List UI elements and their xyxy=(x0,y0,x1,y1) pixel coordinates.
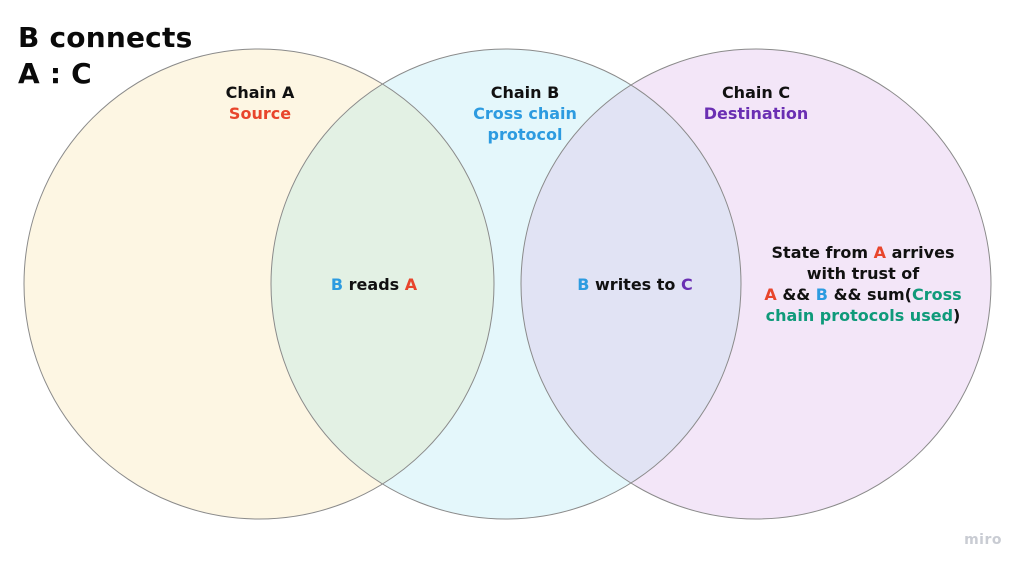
chain-c-label: Chain C Destination xyxy=(676,82,836,124)
result-a-2: A xyxy=(764,285,777,304)
result-line-4: chain protocols used) xyxy=(752,305,974,326)
result-line-3: A && B && sum(Cross xyxy=(752,284,974,305)
overlap-bc-label: B writes to C xyxy=(555,274,715,295)
outline-chain-c xyxy=(520,48,992,520)
result-line-1: State from A arrives xyxy=(752,242,974,263)
result-a-1: A xyxy=(873,243,887,262)
chain-b-title: Chain B xyxy=(490,83,560,102)
chain-b-subtitle-line-1: Cross chain xyxy=(473,104,577,123)
result-text-5: && sum( xyxy=(828,285,912,304)
overlap-b-c xyxy=(521,49,741,519)
miro-watermark: miro xyxy=(964,532,1002,548)
result-text-4: && xyxy=(776,285,816,304)
overlap-ab-b: B xyxy=(330,275,344,294)
diagram-title: B connects A : C xyxy=(18,20,192,92)
chain-b-label: Chain B Cross chain protocol xyxy=(430,82,620,145)
chain-c-subtitle: Destination xyxy=(703,104,809,123)
title-line-2: A : C xyxy=(18,57,92,90)
result-teal-2: chain protocols used xyxy=(765,306,954,325)
result-text-1: State from xyxy=(771,243,874,262)
chain-a-subtitle: Source xyxy=(228,104,292,123)
result-b: B xyxy=(815,285,828,304)
overlap-ab-a: A xyxy=(404,275,418,294)
result-label: State from A arrives with trust of A && … xyxy=(752,242,974,326)
result-text-6: ) xyxy=(953,306,961,325)
overlap-bc-c: C xyxy=(680,275,693,294)
result-text-2: arrives xyxy=(886,243,955,262)
outline-chain-b xyxy=(270,48,742,520)
overlap-ab-label: B reads A xyxy=(304,274,444,295)
chain-a-title: Chain A xyxy=(225,83,295,102)
overlap-bc-b: B xyxy=(577,275,590,294)
chain-c-title: Chain C xyxy=(721,83,791,102)
title-line-1: B connects xyxy=(18,21,193,54)
result-line-2: with trust of xyxy=(806,264,920,283)
chain-a-label: Chain A Source xyxy=(180,82,340,124)
overlap-ab-text: reads xyxy=(343,275,405,294)
chain-b-subtitle-line-2: protocol xyxy=(487,125,563,144)
overlap-a-b xyxy=(271,49,494,519)
overlap-bc-text: writes to xyxy=(589,275,681,294)
outline-chain-a xyxy=(23,48,495,520)
result-teal-1: Cross xyxy=(911,285,962,304)
